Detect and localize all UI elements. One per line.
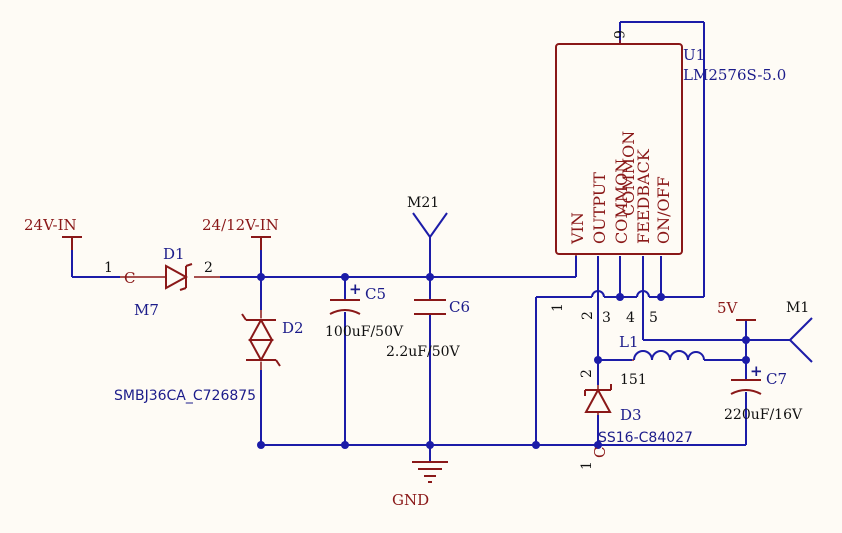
d1-pin2: 2 bbox=[204, 260, 213, 276]
inductor-l1: L1 151 bbox=[619, 333, 705, 388]
u1-pin-vin-name: VIN bbox=[568, 212, 587, 245]
u1-value: LM2576S-5.0 bbox=[683, 66, 786, 84]
port-24v-in-label: 24V-IN bbox=[24, 216, 77, 234]
c5-polarity: + bbox=[349, 280, 362, 298]
junctions bbox=[257, 273, 750, 449]
port-5v-label: 5V bbox=[717, 299, 739, 317]
c7-ref: C7 bbox=[766, 370, 787, 388]
d1-ref: D1 bbox=[163, 245, 185, 263]
port-m21-label: M21 bbox=[407, 195, 439, 211]
d3-value: SS16-C84027 bbox=[598, 430, 693, 446]
d1-pin1: 1 bbox=[104, 260, 113, 276]
c7-value: 220uF/16V bbox=[724, 407, 803, 423]
ic-u1: U1 LM2576S-5.0 6 VIN OUTPUT COMMON COMMO… bbox=[550, 30, 786, 326]
u1-ref: U1 bbox=[683, 46, 705, 64]
d3-ref: D3 bbox=[620, 406, 642, 424]
d2-value: SMBJ36CA_C726875 bbox=[114, 388, 256, 404]
u1-pin-onoff-name: ON/OFF bbox=[654, 176, 673, 244]
d1-cathode-mark: C bbox=[124, 269, 135, 287]
u1-pin-common-name: COMMON bbox=[612, 159, 631, 244]
u1-pin6-num: 6 bbox=[610, 30, 626, 39]
c5-value: 100uF/50V bbox=[325, 324, 404, 340]
port-5v: 5V bbox=[717, 299, 756, 321]
l1-value: 151 bbox=[620, 372, 647, 388]
capacitor-c5: + C5 100uF/50V bbox=[325, 280, 404, 340]
capacitor-c7: + C7 220uF/16V bbox=[724, 362, 803, 423]
port-24v-in: 24V-IN bbox=[24, 216, 82, 250]
port-24-12v-in: 24/12V-IN bbox=[202, 216, 279, 250]
c7-polarity: + bbox=[750, 362, 763, 380]
port-m1-label: M1 bbox=[786, 300, 809, 316]
u1-pin-common2-name: COMMON bbox=[619, 131, 638, 216]
port-m21: M21 bbox=[407, 195, 448, 238]
port-24-12v-in-label: 24/12V-IN bbox=[202, 216, 279, 234]
port-m1: M1 bbox=[786, 300, 813, 363]
c6-ref: C6 bbox=[449, 298, 470, 316]
d3-cathode-mark: C bbox=[591, 447, 609, 458]
capacitor-c6: C6 2.2uF/50V bbox=[386, 298, 470, 360]
u1-pin1-num: 1 bbox=[550, 303, 566, 312]
u1-pin4-num: 4 bbox=[626, 310, 635, 326]
u1-pin2-num: 2 bbox=[580, 311, 596, 320]
port-gnd-label: GND bbox=[392, 491, 429, 509]
diode-d1: D1 1 2 C M7 bbox=[104, 245, 220, 319]
c6-value: 2.2uF/50V bbox=[386, 344, 461, 360]
d2-ref: D2 bbox=[282, 319, 304, 337]
u1-pin-output-name: OUTPUT bbox=[590, 172, 609, 244]
d1-footprint: M7 bbox=[134, 301, 159, 319]
u1-pin-feedback-name: FEEDBACK bbox=[634, 148, 653, 244]
u1-pin5-num: 5 bbox=[649, 310, 658, 326]
u1-pin3-num: 3 bbox=[602, 310, 611, 326]
port-gnd: GND bbox=[392, 461, 448, 509]
diode-d3: D3 SS16-C84027 2 1 C bbox=[579, 369, 693, 470]
c5-ref: C5 bbox=[365, 285, 386, 303]
d3-pin1: 1 bbox=[579, 461, 595, 470]
d3-pin2: 2 bbox=[579, 369, 595, 378]
tvs-d2: D2 SMBJ36CA_C726875 bbox=[114, 310, 304, 404]
l1-ref: L1 bbox=[619, 333, 639, 351]
